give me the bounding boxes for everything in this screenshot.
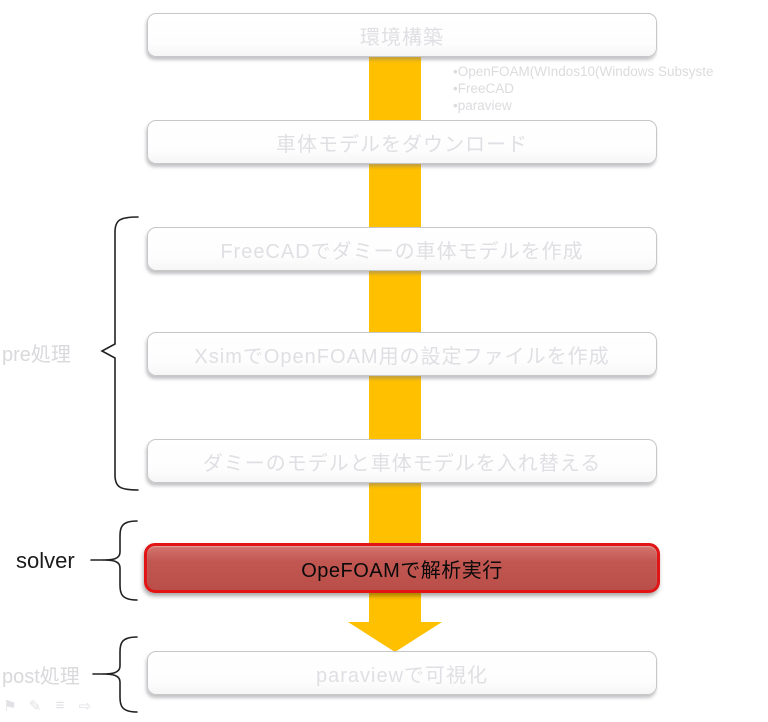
- post-process-label: post処理: [2, 666, 80, 688]
- pre-process-bracket: [100, 216, 139, 491]
- box-download-car-model: 車体モデルをダウンロード: [147, 120, 657, 164]
- box-freecad-dummy-model: FreeCADでダミーの車体モデルを作成: [147, 227, 657, 271]
- flow-arrow-head-icon: [348, 622, 442, 652]
- box-swap-models: ダミーのモデルと車体モデルを入れ替える: [147, 439, 657, 483]
- tools-annotation: •OpenFOAM(WIndos10(Windows Subsyste •Fre…: [453, 63, 714, 114]
- tools-annotation-line: •FreeCAD: [453, 81, 514, 96]
- flag-icon: ⚑: [3, 698, 17, 715]
- post-process-bracket: [92, 636, 138, 713]
- flow-arrow-shaft: [369, 30, 421, 622]
- box-openfoam-solve: OpeFOAMで解析実行: [144, 543, 660, 593]
- box-paraview-visualize: paraviewで可視化: [147, 651, 657, 695]
- tools-annotation-line: •paraview: [453, 98, 512, 113]
- pencil-icon: ✎: [28, 698, 42, 715]
- list-icon: ≡: [55, 697, 65, 714]
- solver-bracket: [90, 520, 138, 601]
- pre-process-label: pre処理: [2, 344, 71, 366]
- box-xsim-config-file: XsimでOpenFOAM用の設定ファイルを作成: [147, 332, 657, 376]
- ghost-toolbar: ⚑ ✎ ≡ ⇨: [2, 697, 93, 715]
- solver-label: solver: [16, 548, 75, 573]
- arrow-right-icon: ⇨: [78, 698, 92, 715]
- tools-annotation-line: •OpenFOAM(WIndos10(Windows Subsyste: [453, 64, 714, 79]
- box-environment-setup: 環境構築: [147, 13, 657, 57]
